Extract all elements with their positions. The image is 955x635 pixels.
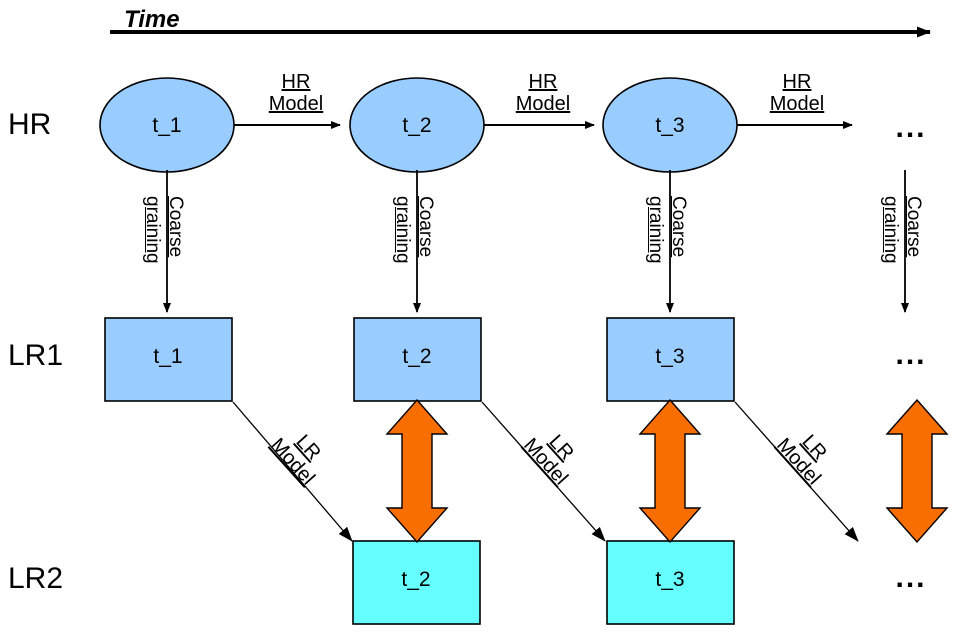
ellipsis-hr: ... xyxy=(895,111,927,144)
lr2-node-1[interactable] xyxy=(352,540,481,625)
coarse-graining-label-1-graining: graining xyxy=(142,196,163,264)
lr1-node-3[interactable] xyxy=(606,317,735,402)
hr-model-label-1: HR Model xyxy=(268,71,324,115)
lr2-node-2[interactable] xyxy=(606,540,735,625)
coarse-graining-label-4-coarse: Coarse xyxy=(903,196,924,258)
bidirectional-arrow-1 xyxy=(385,398,449,544)
ellipsis-lr1: ... xyxy=(895,338,927,371)
hr-model-label-1-line2: Model xyxy=(268,92,324,115)
lr-model-arrow-3 xyxy=(734,401,859,542)
hr-model-label-1-line1: HR xyxy=(281,71,311,93)
lr-model-arrow-2 xyxy=(481,401,606,542)
lr1-node-label-1: t_1 xyxy=(153,345,183,368)
hr-model-label-3-line2: Model xyxy=(769,92,825,115)
row-label-lr2: LR2 xyxy=(8,562,64,595)
lr1-node-label-2: t_2 xyxy=(402,345,432,368)
hr-model-label-3-line1: HR xyxy=(782,71,812,93)
lr1-node-1[interactable] xyxy=(104,317,233,402)
lr-model-arrow-1 xyxy=(232,401,353,542)
hr-model-label-3: HR Model xyxy=(769,71,825,115)
coarse-graining-label-3-graining: graining xyxy=(645,196,666,264)
bidirectional-arrow-2 xyxy=(638,398,702,544)
hr-node-label-3: t_3 xyxy=(655,114,685,137)
row-label-lr1: LR1 xyxy=(8,339,64,372)
hr-model-label-2-line2: Model xyxy=(515,92,571,115)
hr-node-label-1: t_1 xyxy=(152,114,182,137)
bidirectional-arrow-3 xyxy=(885,398,949,544)
ellipsis-lr2: ... xyxy=(895,561,927,594)
coarse-graining-label-4-graining: graining xyxy=(880,196,901,264)
coarse-graining-label-2-coarse: Coarse xyxy=(415,196,436,258)
lr2-node-label-2: t_3 xyxy=(655,568,685,591)
coarse-graining-label-3-coarse: Coarse xyxy=(668,196,689,258)
time-axis-label: Time xyxy=(124,6,180,33)
hr-model-label-2: HR Model xyxy=(515,71,571,115)
coarse-graining-label-2-graining: graining xyxy=(392,196,413,264)
hr-model-label-2-line1: HR xyxy=(528,71,558,93)
lr1-node-label-3: t_3 xyxy=(655,345,685,368)
row-label-hr: HR xyxy=(8,108,52,141)
coarse-graining-label-1-coarse: Coarse xyxy=(165,196,186,258)
lr2-node-label-1: t_2 xyxy=(401,568,431,591)
hr-node-label-2: t_2 xyxy=(402,114,432,137)
lr1-node-2[interactable] xyxy=(353,317,482,402)
